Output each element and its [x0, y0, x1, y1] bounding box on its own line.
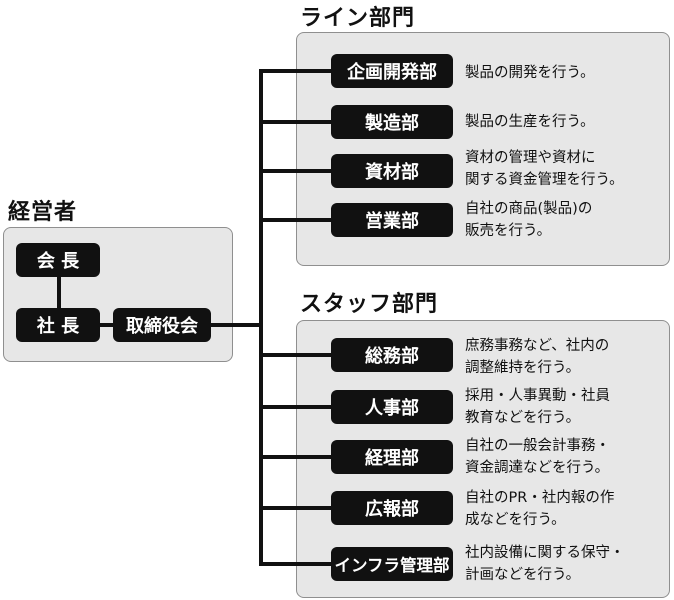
dept-sales-desc: 自社の商品(製品)の 販売を行う。 [465, 198, 592, 242]
desc-line: 教育などを行う。 [465, 410, 581, 426]
desc-line: 庶務事務など、社内の [465, 338, 610, 354]
chairman-box: 会 長 [16, 243, 100, 277]
branch-line [259, 218, 333, 222]
branch-line [259, 562, 333, 566]
desc-line: 製品の生産を行う。 [465, 114, 595, 130]
president-box: 社 長 [16, 308, 100, 342]
branch-line [259, 69, 333, 73]
desc-line: 関する資金管理を行う。 [465, 172, 624, 188]
branch-line [259, 455, 333, 459]
dept-materials-desc: 資材の管理や資材に 関する資金管理を行う。 [465, 147, 624, 191]
chairman-president-connector [57, 275, 61, 312]
desc-line: 資金調達などを行う。 [465, 460, 610, 476]
desc-line: 社内設備に関する保守・ [465, 545, 625, 561]
desc-line: 採用・人事異動・社員 [465, 388, 610, 404]
dept-general-affairs: 総務部 [331, 338, 453, 372]
dept-manufacturing: 製造部 [331, 105, 453, 139]
branch-line [259, 120, 333, 124]
dept-infrastructure-management: インフラ管理部 [331, 547, 453, 581]
management-title: 経営者 [8, 200, 78, 225]
dept-planning-development-desc: 製品の開発を行う。 [465, 62, 595, 84]
desc-line: 自社の商品(製品)の [465, 201, 593, 217]
dept-manufacturing-desc: 製品の生産を行う。 [465, 111, 595, 133]
desc-line: 販売を行う。 [465, 223, 552, 239]
dept-materials: 資材部 [331, 154, 453, 188]
branch-line [259, 169, 333, 173]
desc-line: 自社の一般会計事務・ [465, 438, 610, 454]
branch-line [259, 405, 333, 409]
dept-general-affairs-desc: 庶務事務など、社内の 調整維持を行う。 [465, 335, 609, 379]
staff-division-title: スタッフ部門 [300, 292, 439, 317]
dept-human-resources: 人事部 [331, 390, 453, 424]
dept-human-resources-desc: 採用・人事異動・社員 教育などを行う。 [465, 385, 610, 429]
dept-planning-development: 企画開発部 [331, 54, 453, 88]
desc-line: 製品の開発を行う。 [465, 65, 595, 81]
dept-accounting: 経理部 [331, 440, 453, 474]
vertical-trunk-line [259, 69, 263, 566]
desc-line: 資材の管理や資材に [465, 150, 596, 166]
desc-line: 自社のPR・社内報の作 [465, 490, 615, 506]
branch-line [259, 506, 333, 510]
dept-public-relations: 広報部 [331, 491, 453, 525]
line-division-title: ライン部門 [300, 6, 416, 31]
dept-sales: 営業部 [331, 203, 453, 237]
dept-accounting-desc: 自社の一般会計事務・ 資金調達などを行う。 [465, 435, 610, 479]
branch-line [259, 353, 333, 357]
desc-line: 調整維持を行う。 [465, 360, 581, 376]
dept-public-relations-desc: 自社のPR・社内報の作 成などを行う。 [465, 487, 614, 531]
board-trunk-connector [209, 323, 263, 327]
president-board-connector [98, 323, 114, 327]
board-of-directors-box: 取締役会 [113, 308, 211, 342]
desc-line: 成などを行う。 [465, 512, 566, 528]
dept-infrastructure-management-desc: 社内設備に関する保守・ 計画などを行う。 [465, 542, 625, 586]
desc-line: 計画などを行う。 [465, 567, 581, 583]
